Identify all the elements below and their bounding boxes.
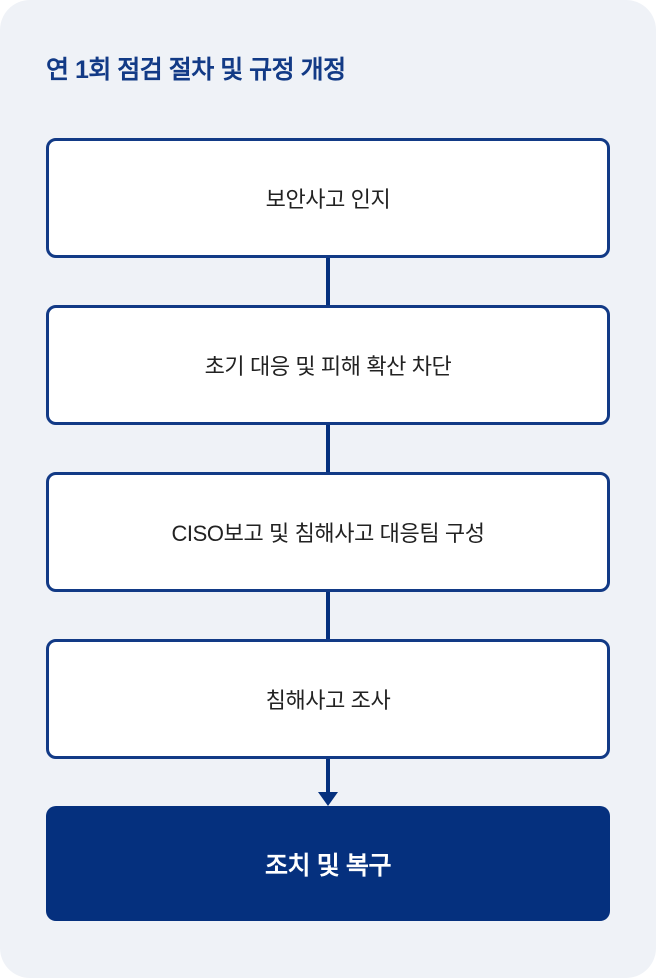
flow-node-step-1[interactable]: 보안사고 인지 — [46, 138, 610, 258]
flowchart: 보안사고 인지 초기 대응 및 피해 확산 차단 CISO보고 및 침해사고 대… — [46, 138, 610, 921]
connector-line — [326, 759, 330, 793]
flow-connector-2-3 — [46, 425, 610, 472]
flow-node-step-3[interactable]: CISO보고 및 침해사고 대응팀 구성 — [46, 472, 610, 592]
flow-node-label: CISO보고 및 침해사고 대응팀 구성 — [171, 521, 485, 546]
flow-node-label: 초기 대응 및 피해 확산 차단 — [204, 354, 452, 379]
connector-line — [326, 592, 330, 639]
flow-node-label: 조치 및 복구 — [264, 851, 392, 880]
flow-node-label: 보안사고 인지 — [265, 187, 391, 212]
arrow-down-icon — [318, 792, 338, 806]
flow-node-label: 침해사고 조사 — [265, 688, 391, 713]
connector-line — [326, 425, 330, 472]
flow-connector-1-2 — [46, 258, 610, 305]
connector-line — [326, 258, 330, 305]
page-title: 연 1회 점검 절차 및 규정 개정 — [46, 56, 346, 84]
flow-node-step-4[interactable]: 침해사고 조사 — [46, 639, 610, 759]
flow-node-step-5[interactable]: 조치 및 복구 — [46, 806, 610, 921]
flow-connector-3-4 — [46, 592, 610, 639]
flow-node-step-2[interactable]: 초기 대응 및 피해 확산 차단 — [46, 305, 610, 425]
flow-connector-4-5 — [46, 759, 610, 806]
